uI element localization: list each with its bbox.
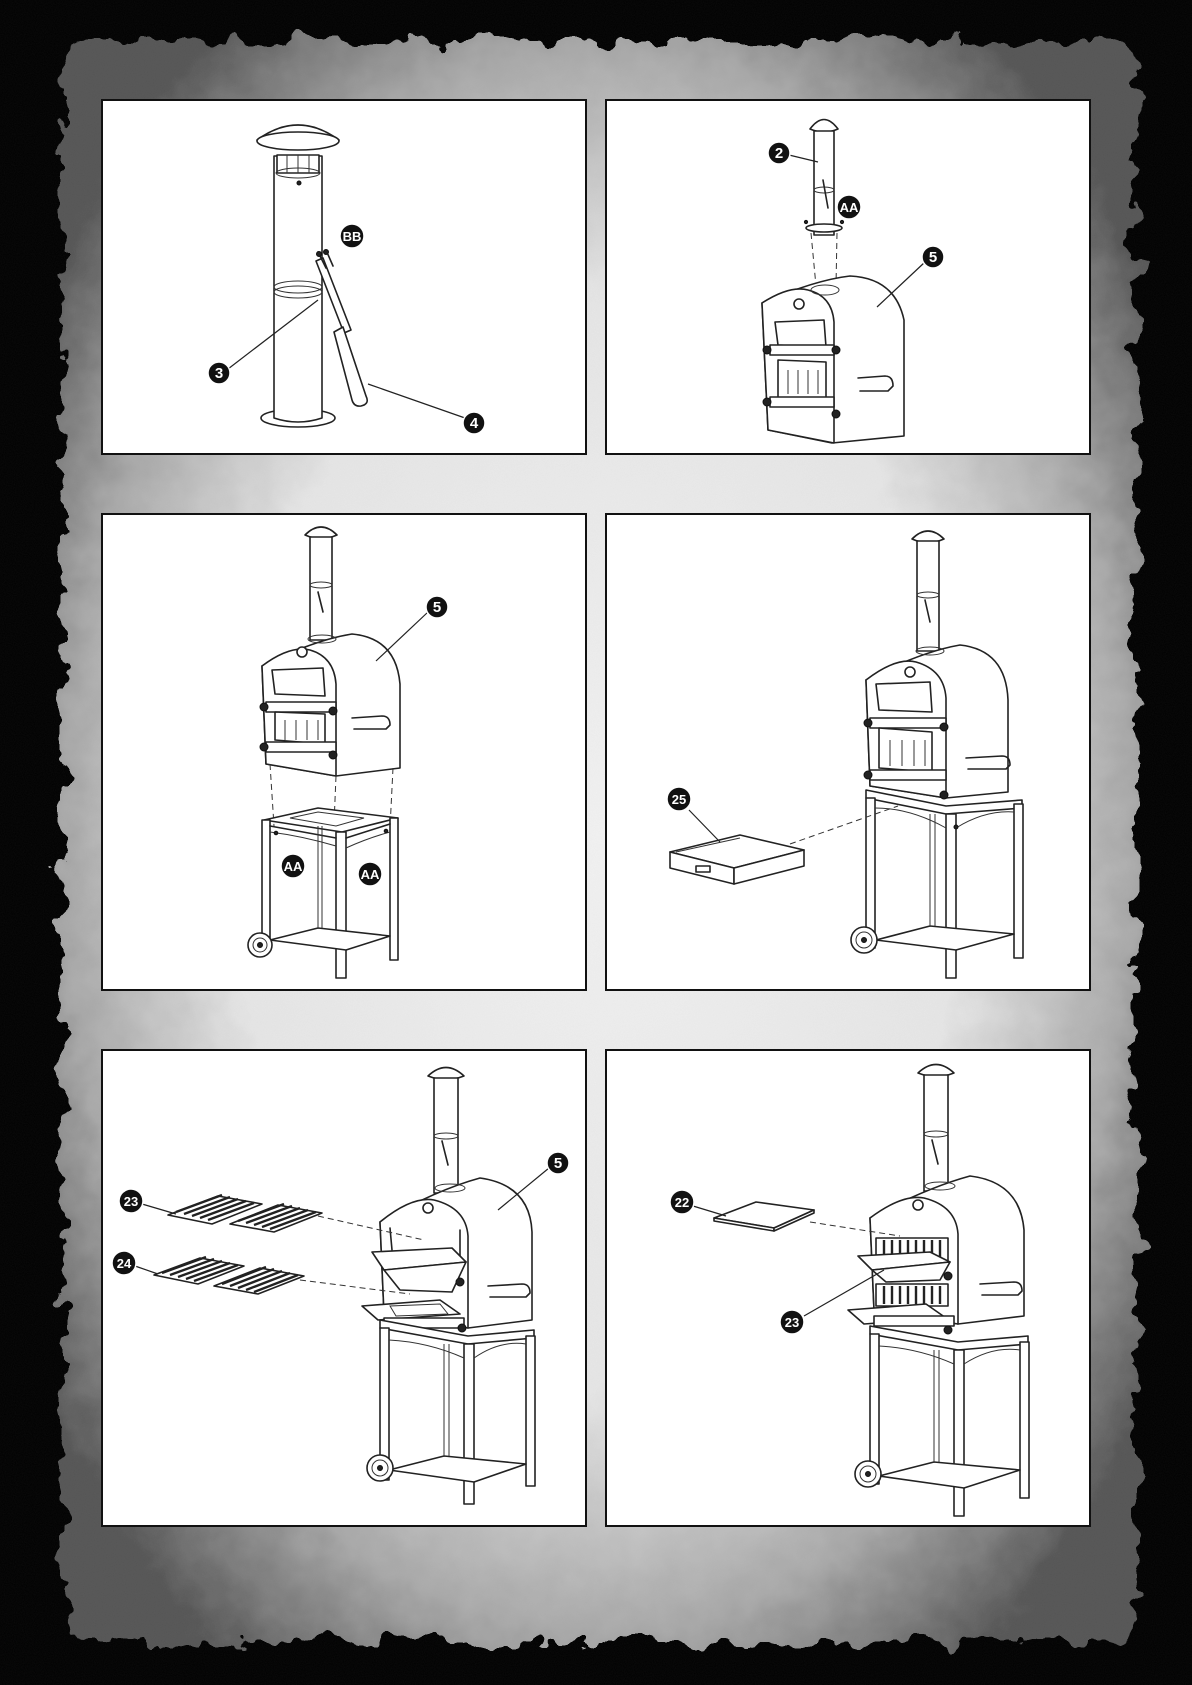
callout-label: AA <box>361 867 380 882</box>
callout-label: 2 <box>775 145 783 162</box>
callout-label: 25 <box>672 792 686 807</box>
callout-step-1-0: BB <box>340 224 364 248</box>
callout-step-1-1: 3 <box>208 362 230 384</box>
panel-step-3 <box>102 514 586 990</box>
callout-label: 24 <box>117 1256 132 1271</box>
callout-label: 22 <box>675 1195 689 1210</box>
panel-step-2 <box>606 100 1090 454</box>
callout-label: BB <box>343 229 362 244</box>
callout-label: 23 <box>785 1315 799 1330</box>
callout-step-1-2: 4 <box>463 412 485 434</box>
callout-step-2-0: 2 <box>768 142 790 164</box>
callout-step-2-2: 5 <box>922 246 944 268</box>
callout-step-5-1: 23 <box>119 1189 143 1213</box>
callout-label: AA <box>284 859 303 874</box>
callout-label: 3 <box>215 365 223 382</box>
panel-step-4 <box>606 514 1090 990</box>
callout-label: 4 <box>470 415 479 432</box>
callout-step-3-0: 5 <box>426 596 448 618</box>
callout-step-6-1: 23 <box>780 1310 804 1334</box>
callout-step-3-2: AA <box>358 862 382 886</box>
callout-step-2-1: AA <box>837 195 861 219</box>
callout-label: 5 <box>929 249 937 266</box>
panel-step-6 <box>606 1050 1090 1526</box>
callout-label: 5 <box>554 1155 562 1172</box>
callout-label: AA <box>840 200 859 215</box>
callout-step-5-2: 24 <box>112 1251 136 1275</box>
callout-label: 5 <box>433 599 441 616</box>
panel-step-5 <box>102 1050 586 1526</box>
callout-step-3-1: AA <box>281 854 305 878</box>
callout-label: 23 <box>124 1194 138 1209</box>
panel-step-1 <box>102 100 586 454</box>
callout-step-5-0: 5 <box>547 1152 569 1174</box>
callout-step-4-0: 25 <box>667 787 691 811</box>
callout-step-6-0: 22 <box>670 1190 694 1214</box>
